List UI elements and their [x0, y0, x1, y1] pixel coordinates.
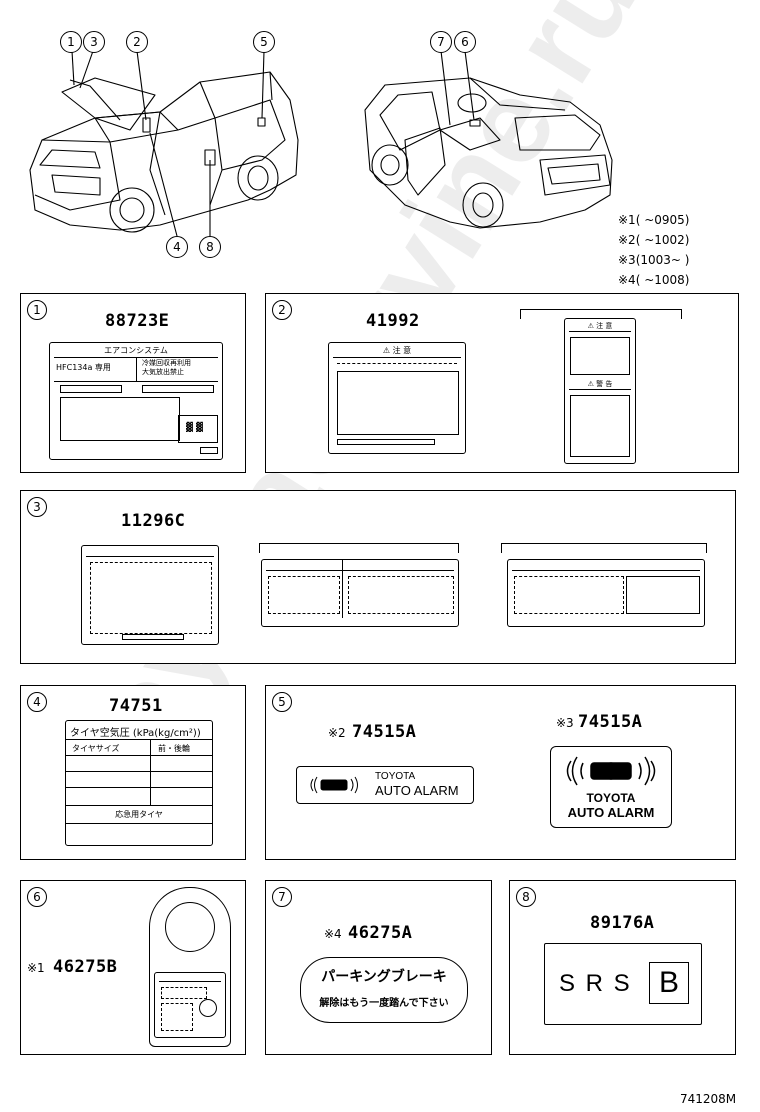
- callout-6: 6: [454, 31, 476, 53]
- emission-label-b: [261, 559, 459, 627]
- hanger-hole: [165, 902, 215, 952]
- caution-label-small: ⚠ 注 意 ⚠ 警 告: [564, 318, 636, 464]
- note-3: ※3(1003~ ): [618, 253, 690, 267]
- alarm-icon: [566, 756, 656, 786]
- alarm-sticker-small: TOYOTA AUTO ALARM: [296, 766, 474, 804]
- part-number-a: 74515A: [352, 722, 417, 742]
- label-right-2: 大気放出禁止: [142, 368, 184, 376]
- part-number: 89176A: [590, 913, 655, 933]
- panel-number: 7: [272, 887, 292, 907]
- panel-number: 3: [27, 497, 47, 517]
- label-left: HFC134a 専用: [56, 363, 111, 372]
- panel-number: 1: [27, 300, 47, 320]
- alarm-sticker-large: TOYOTA AUTO ALARM: [550, 746, 672, 828]
- panel-3: 3 11296C: [20, 490, 736, 664]
- parking-brake-line1: パーキングブレーキ: [321, 969, 447, 985]
- caution-small-title-2: ⚠ 警 告: [587, 380, 613, 388]
- callout-2: 2: [126, 31, 148, 53]
- caution-label: ⚠ 注 意: [328, 342, 466, 454]
- panel-number: 8: [516, 887, 536, 907]
- srs-box: B: [649, 962, 689, 1004]
- note-mark: ※1: [27, 961, 45, 975]
- srs-text: S R S: [559, 970, 632, 997]
- emission-label-a: [81, 545, 219, 645]
- note-mark: ※4: [324, 927, 342, 941]
- note-mark: ※2: [328, 726, 346, 740]
- callout-8: 8: [199, 236, 221, 258]
- parking-brake-line2: 解除はもう一度踏んで下さい: [319, 998, 449, 1009]
- part-number-b: 74515A: [578, 712, 643, 732]
- tire-pressure-label: タイヤ空気圧 (kPa(kg/cm²)) タイヤサイズ 前・後輪 応急用タイヤ: [65, 720, 213, 846]
- door-hanger-tag: [149, 887, 231, 1047]
- label-code: ▓ ▓: [186, 423, 203, 433]
- panel-7: 7 ※4 46275A パーキングブレーキ 解除はもう一度踏んで下さい: [265, 880, 492, 1055]
- panel-2: 2 41992 ⚠ 注 意 ⚠ 注 意 ⚠ 警 告: [265, 293, 739, 473]
- panel-number: 2: [272, 300, 292, 320]
- panel-1: 1 88723E エアコンシステム HFC134a 専用 冷媒回収再利用 大気放…: [20, 293, 246, 473]
- panel-6: 6 ※1 46275B: [20, 880, 246, 1055]
- tire-spare: 応急用タイヤ: [115, 810, 163, 819]
- caution-title: ⚠ 注 意: [382, 346, 412, 355]
- part-number: 11296C: [121, 511, 186, 531]
- panel-number: 4: [27, 692, 47, 712]
- label-title: エアコンシステム: [104, 346, 168, 355]
- part-number: 41992: [366, 311, 420, 331]
- product-text: AUTO ALARM: [567, 805, 655, 820]
- alarm-icon: [310, 776, 358, 794]
- brand-text: TOYOTA: [586, 791, 636, 805]
- panel-number: 5: [272, 692, 292, 712]
- brand-text: TOYOTA: [375, 771, 416, 782]
- parking-brake-label: パーキングブレーキ 解除はもう一度踏んで下さい: [300, 957, 468, 1023]
- vehicle-illustrations: [29, 50, 613, 237]
- note-mark: ※3: [556, 716, 574, 730]
- tire-col-axle: 前・後輪: [158, 744, 190, 753]
- footer-code: 741208M: [680, 1092, 737, 1106]
- aircon-label: エアコンシステム HFC134a 専用 冷媒回収再利用 大気放出禁止 ▓ ▓: [49, 342, 223, 460]
- part-number: 46275B: [53, 957, 118, 977]
- tire-col-size: タイヤサイズ: [72, 744, 120, 753]
- label-right-1: 冷媒回収再利用: [142, 359, 191, 367]
- tire-title: タイヤ空気圧 (kPa(kg/cm²)): [70, 728, 201, 739]
- part-number: 46275A: [348, 923, 413, 943]
- panel-number: 6: [27, 887, 47, 907]
- panel-5: 5 ※2 74515A TOYOTA AUTO ALARM ※3 74515A …: [265, 685, 736, 860]
- caution-small-title-1: ⚠ 注 意: [587, 322, 613, 330]
- panel-4: 4 74751 タイヤ空気圧 (kPa(kg/cm²)) タイヤサイズ 前・後輪…: [20, 685, 246, 860]
- part-number: 74751: [109, 696, 163, 716]
- part-number: 88723E: [105, 311, 170, 331]
- callout-7: 7: [430, 31, 452, 53]
- callout-4: 4: [166, 236, 188, 258]
- product-text: AUTO ALARM: [375, 783, 459, 798]
- note-1: ※1( ~0905): [618, 213, 690, 227]
- emission-label-c: [507, 559, 705, 627]
- callout-1: 1: [60, 31, 82, 53]
- panel-8: 8 89176A S R S B: [509, 880, 736, 1055]
- srs-label: S R S B: [544, 943, 702, 1025]
- callout-3: 3: [83, 31, 105, 53]
- note-4: ※4( ~1008): [618, 273, 690, 287]
- note-2: ※2( ~1002): [618, 233, 690, 247]
- callout-5: 5: [253, 31, 275, 53]
